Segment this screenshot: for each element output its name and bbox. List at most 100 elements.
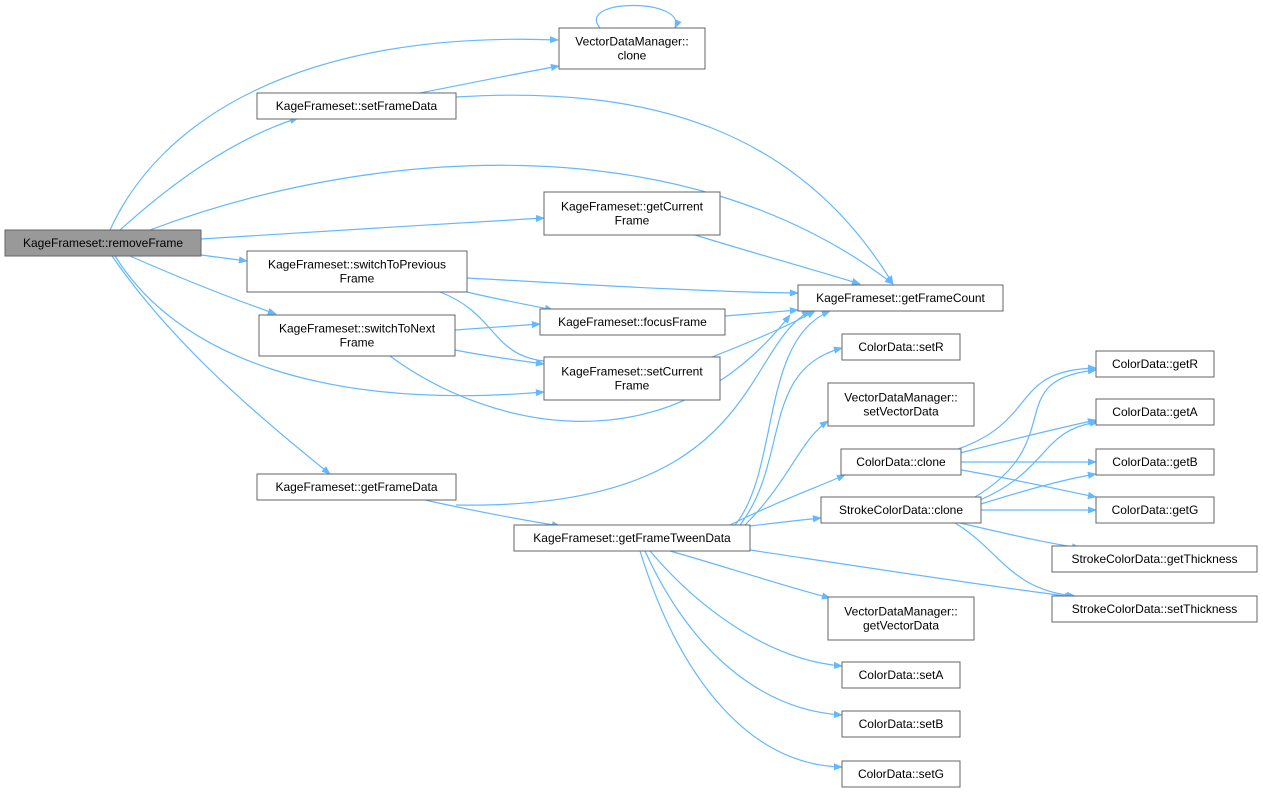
node-label: KageFrameset::removeFrame	[23, 236, 183, 250]
node-box	[797, 284, 1004, 312]
call-edge-switch-prev-to-set-current-frame	[439, 291, 556, 366]
call-edge-switch-next-to-set-current-frame	[454, 349, 545, 367]
node-cd-set-g[interactable]: ColorData::setG	[841, 760, 961, 788]
node-label: VectorDataManager::	[575, 35, 688, 49]
call-edge-set-frame-data-to-vdm-clone	[419, 63, 560, 94]
node-label: KageFrameset::switchToPrevious	[268, 258, 446, 272]
node-set-frame-data[interactable]: KageFrameset::setFrameData	[256, 92, 457, 120]
node-label: VectorDataManager::	[844, 391, 957, 405]
node-box	[256, 473, 457, 501]
node-label: KageFrameset::setFrameData	[276, 99, 438, 113]
call-edge-switch-prev-to-focus-frame	[466, 291, 554, 312]
node-box	[1051, 545, 1258, 573]
call-edge-switch-next-to-focus-frame	[454, 320, 541, 331]
call-edge-get-frame-tween-data-to-cd-clone	[729, 474, 846, 526]
node-box	[841, 333, 961, 361]
node-label: KageFrameset::getFrameCount	[816, 291, 985, 305]
node-scd-set-thickness[interactable]: StrokeColorData::setThickness	[1051, 595, 1258, 623]
call-edge-set-frame-data-to-get-frame-count	[455, 94, 894, 285]
call-edge-remove-frame-to-get-current-frame	[200, 214, 545, 240]
call-edge-remove-frame-to-get-frame-data	[111, 255, 331, 475]
call-edge-switch-prev-to-get-frame-count	[466, 277, 799, 297]
node-label: KageFrameset::setCurrent	[561, 365, 703, 379]
node-remove-frame[interactable]: KageFrameset::removeFrame	[4, 229, 202, 257]
node-box	[1095, 496, 1215, 524]
node-box	[1051, 595, 1258, 623]
call-edge-get-current-frame-to-get-frame-count	[694, 234, 861, 286]
node-label: KageFrameset::getCurrent	[561, 200, 704, 214]
call-edge-remove-frame-to-set-frame-data	[119, 117, 299, 231]
node-label: ColorData::setA	[859, 668, 944, 682]
node-box	[558, 27, 706, 70]
node-get-frame-tween-data[interactable]: KageFrameset::getFrameTweenData	[513, 524, 751, 552]
node-box	[258, 314, 456, 357]
node-cd-set-b[interactable]: ColorData::setB	[841, 710, 961, 738]
node-box	[4, 229, 202, 257]
call-edge-get-frame-tween-data-to-cd-set-b	[644, 550, 843, 719]
node-get-frame-data[interactable]: KageFrameset::getFrameData	[256, 473, 457, 501]
node-box	[841, 710, 961, 738]
call-edge-remove-frame-to-vdm-clone	[109, 36, 559, 231]
node-box	[1095, 398, 1215, 426]
call-edge-remove-frame-to-switch-next	[129, 255, 277, 315]
node-box	[820, 496, 982, 524]
node-box	[256, 92, 457, 120]
node-label: ColorData::getR	[1112, 357, 1198, 371]
node-cd-set-a[interactable]: ColorData::setA	[841, 661, 961, 689]
node-label: getVectorData	[863, 619, 939, 633]
node-label: StrokeColorData::clone	[839, 503, 963, 517]
call-edge-switch-next-to-get-frame-count	[389, 314, 791, 422]
node-focus-frame[interactable]: KageFrameset::focusFrame	[539, 308, 726, 336]
node-box	[1095, 350, 1215, 378]
node-cd-get-a[interactable]: ColorData::getA	[1095, 398, 1215, 426]
node-cd-get-b[interactable]: ColorData::getB	[1095, 448, 1215, 476]
node-cd-set-r[interactable]: ColorData::setR	[841, 333, 961, 361]
node-label: ColorData::setG	[858, 767, 944, 781]
call-edge-cd-clone-to-cd-get-r	[957, 364, 1097, 450]
node-label: StrokeColorData::getThickness	[1071, 552, 1237, 566]
node-vdm-clone[interactable]: VectorDataManager::clone	[558, 27, 706, 70]
node-box	[841, 661, 961, 689]
call-edge-get-frame-tween-data-to-scd-set-thickness	[749, 549, 1074, 600]
call-edge-get-frame-tween-data-to-scd-clone	[749, 515, 822, 527]
call-edge-scd-clone-to-cd-get-b	[980, 471, 1097, 505]
node-box	[1095, 448, 1215, 476]
call-edge-scd-clone-to-cd-get-r	[974, 367, 1097, 498]
node-cd-get-r[interactable]: ColorData::getR	[1095, 350, 1215, 378]
node-label: KageFrameset::getFrameData	[275, 480, 437, 494]
node-scd-clone[interactable]: StrokeColorData::clone	[820, 496, 982, 524]
call-edge-get-frame-tween-data-to-get-frame-count	[734, 310, 831, 526]
node-box	[543, 191, 721, 236]
node-box	[246, 250, 468, 293]
node-label: ColorData::setB	[859, 717, 944, 731]
call-edge-get-frame-tween-data-to-cd-set-r	[739, 346, 843, 526]
node-vdm-get-vector-data[interactable]: VectorDataManager::getVectorData	[827, 596, 975, 641]
call-edge-get-frame-data-to-get-frame-count	[455, 310, 811, 506]
node-box	[840, 448, 962, 476]
node-box	[539, 308, 726, 336]
node-label: ColorData::getG	[1112, 503, 1199, 517]
call-edge-cd-clone-to-cd-get-g	[960, 469, 1097, 499]
node-vdm-set-vector-data[interactable]: VectorDataManager::setVectorData	[827, 382, 975, 427]
node-cd-clone[interactable]: ColorData::clone	[840, 448, 962, 476]
node-box	[827, 596, 975, 641]
node-box	[841, 760, 961, 788]
call-edge-vdm-clone-to-vdm-clone	[596, 4, 682, 29]
node-box	[543, 356, 721, 401]
call-edge-remove-frame-to-switch-prev	[200, 254, 248, 264]
node-label: VectorDataManager::	[844, 605, 957, 619]
node-get-frame-count[interactable]: KageFrameset::getFrameCount	[797, 284, 1004, 312]
node-cd-get-g[interactable]: ColorData::getG	[1095, 496, 1215, 524]
call-edge-cd-clone-to-cd-get-a	[959, 418, 1097, 454]
node-label: Frame	[340, 272, 375, 286]
node-scd-get-thickness[interactable]: StrokeColorData::getThickness	[1051, 545, 1258, 573]
call-edge-get-frame-tween-data-to-vdm-get-vector-data	[669, 550, 831, 600]
node-label: StrokeColorData::setThickness	[1072, 602, 1237, 616]
call-edge-get-frame-tween-data-to-cd-set-g	[639, 550, 843, 771]
node-label: KageFrameset::focusFrame	[558, 315, 707, 329]
call-edge-get-frame-tween-data-to-cd-set-a	[649, 550, 843, 669]
